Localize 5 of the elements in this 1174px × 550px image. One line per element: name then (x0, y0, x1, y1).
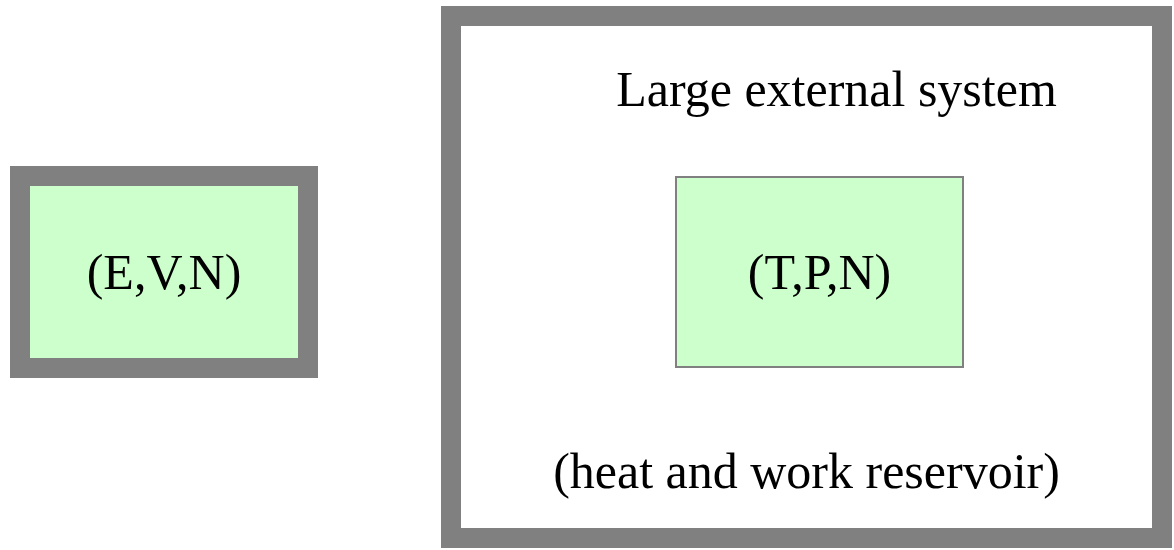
box-label: (T,P,N) (747, 242, 892, 302)
system-box (441, 6, 1172, 548)
box-label: (E,V,N) (86, 242, 242, 302)
state-box (10, 166, 318, 378)
state-box (675, 176, 964, 368)
